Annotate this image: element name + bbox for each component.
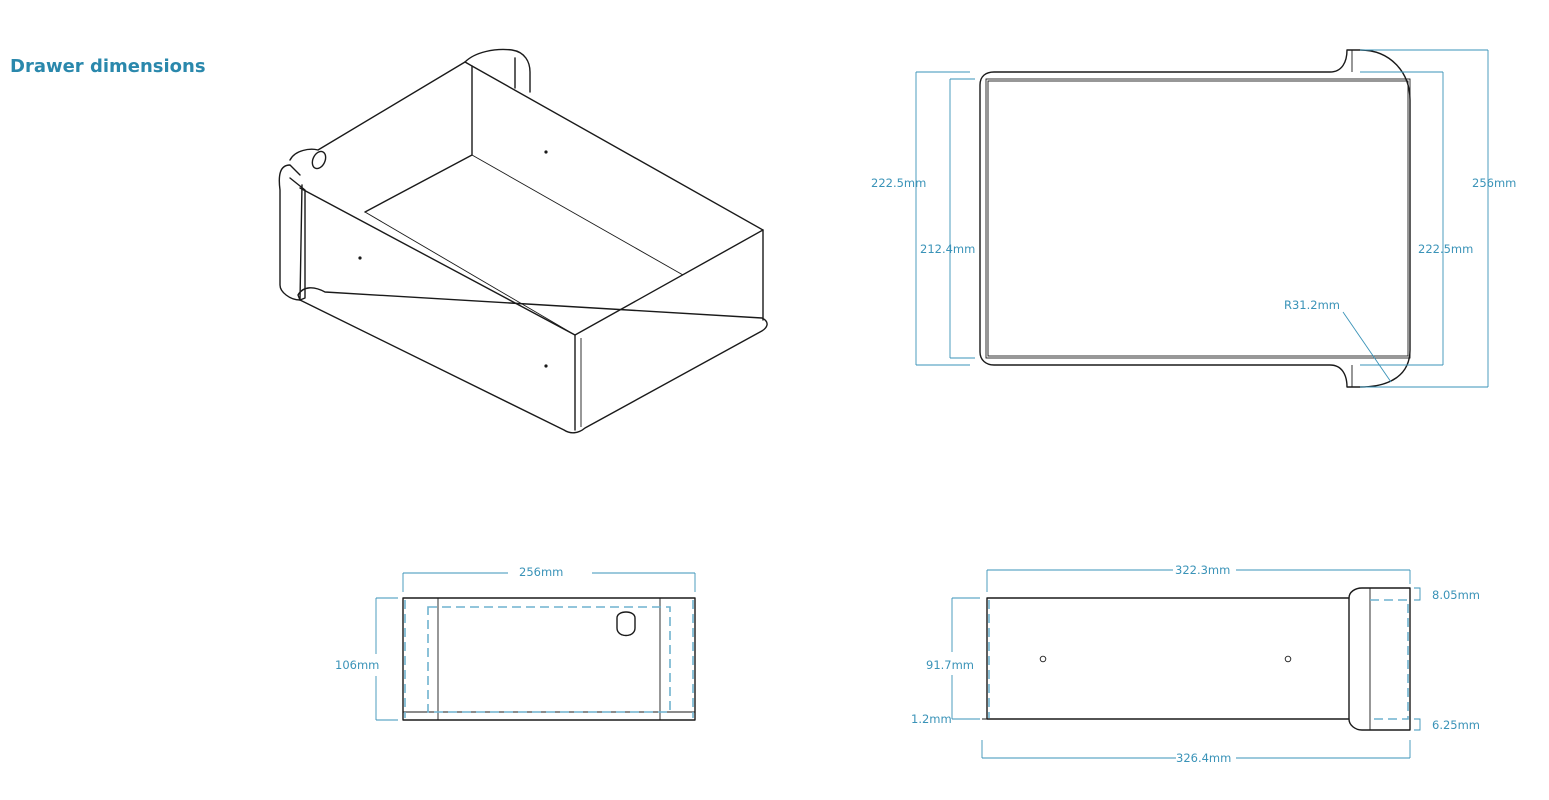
side-view: 322.3mm 91.7mm 1.2mm 8.05mm 6.25mm 326.4… (911, 563, 1480, 765)
dim-top-left-height: 222.5mm (871, 176, 926, 190)
dim-side-length: 322.3mm (1175, 563, 1230, 577)
page-title: Drawer dimensions (10, 56, 206, 77)
dim-side-base: 1.2mm (911, 712, 952, 726)
dim-top-inner-height: 212.4mm (920, 242, 975, 256)
dim-front-width: 256mm (519, 565, 563, 579)
dim-top-right-total: 256mm (1472, 176, 1516, 190)
dim-side-lip-bottom: 6.25mm (1432, 718, 1480, 732)
dim-side-lip-top: 8.05mm (1432, 588, 1480, 602)
dim-side-height: 91.7mm (926, 658, 974, 672)
dim-front-height: 106mm (335, 658, 379, 672)
dim-top-right-inner: 222.5mm (1418, 242, 1473, 256)
dim-top-radius: R31.2mm (1284, 298, 1340, 312)
front-view: 256mm 106mm (335, 565, 696, 721)
dim-side-total-length: 326.4mm (1176, 751, 1231, 765)
top-view: 222.5mm 212.4mm 256mm 222.5mm R31.2mm (871, 49, 1516, 388)
isometric-view (278, 48, 768, 434)
